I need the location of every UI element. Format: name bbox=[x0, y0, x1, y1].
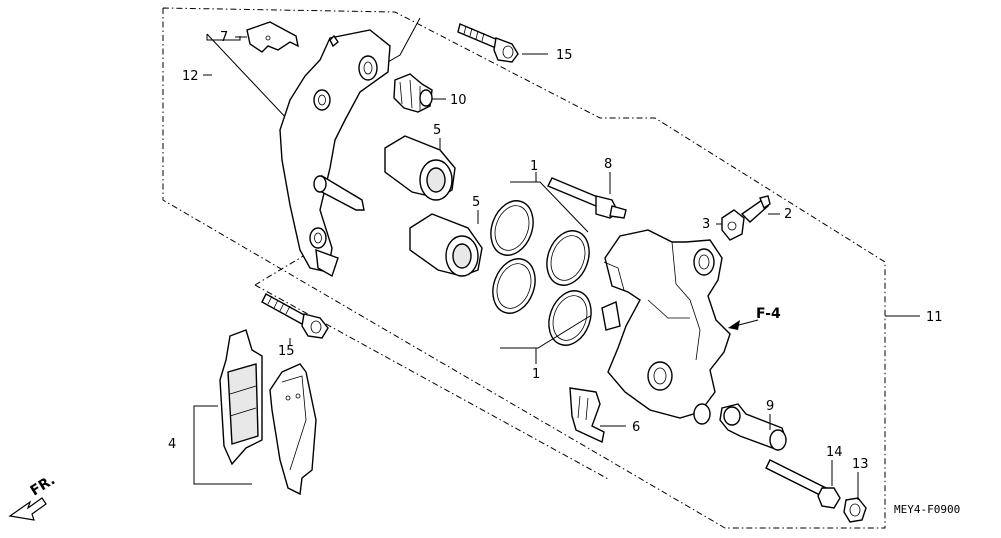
callout-13: 13 bbox=[852, 457, 869, 472]
bleed-valve-2 bbox=[740, 195, 771, 223]
callout-11: 11 bbox=[926, 310, 943, 325]
callout-1-top: 1 bbox=[530, 159, 538, 174]
direction-arrow bbox=[8, 497, 47, 521]
callout-1-bottom: 1 bbox=[532, 367, 540, 382]
direction-label: FR. bbox=[28, 472, 58, 499]
callout-15-left: 15 bbox=[278, 344, 295, 359]
reference-arrow bbox=[728, 319, 759, 330]
leader-lines bbox=[203, 36, 920, 500]
piston-5-upper bbox=[384, 135, 456, 201]
caliper-body-11 bbox=[601, 229, 731, 425]
callout-8: 8 bbox=[604, 157, 612, 172]
callout-9: 9 bbox=[766, 399, 774, 414]
callout-6: 6 bbox=[632, 420, 640, 435]
brake-pad-4-left bbox=[219, 329, 263, 466]
bolt-15-left bbox=[261, 293, 329, 339]
pin-bolt-8 bbox=[547, 177, 627, 219]
brake-pad-4-right bbox=[269, 363, 317, 496]
piston-5-lower bbox=[409, 213, 483, 277]
reference-label: F-4 bbox=[756, 306, 781, 322]
seal-rings-1 bbox=[490, 181, 592, 349]
callout-14: 14 bbox=[826, 445, 843, 460]
callout-7: 7 bbox=[220, 30, 228, 45]
pin-bolt-14 bbox=[765, 459, 841, 509]
callout-10: 10 bbox=[450, 93, 467, 108]
callout-5-mid: 5 bbox=[472, 195, 480, 210]
pin-9 bbox=[719, 403, 787, 451]
bleed-cap-3 bbox=[721, 209, 745, 241]
callout-12: 12 bbox=[182, 69, 199, 84]
diagram-code: MEY4-F0900 bbox=[894, 503, 960, 516]
boot-10 bbox=[393, 73, 433, 113]
callout-15-top: 15 bbox=[556, 48, 573, 63]
callout-2: 2 bbox=[784, 207, 792, 222]
bolt-15-top bbox=[457, 23, 519, 63]
callout-5-top: 5 bbox=[433, 123, 441, 138]
plug-13 bbox=[843, 497, 867, 523]
pads-bracket-line bbox=[193, 405, 252, 485]
caliper-bracket-12 bbox=[279, 29, 391, 278]
callout-4: 4 bbox=[168, 437, 176, 452]
pad-spring-6 bbox=[569, 387, 605, 444]
callout-labels: 7 12 15 10 5 5 1 1 8 3 2 11 F-4 6 9 14 1… bbox=[28, 30, 961, 516]
callout-3: 3 bbox=[702, 217, 710, 232]
retainer-clip-7 bbox=[246, 21, 299, 53]
